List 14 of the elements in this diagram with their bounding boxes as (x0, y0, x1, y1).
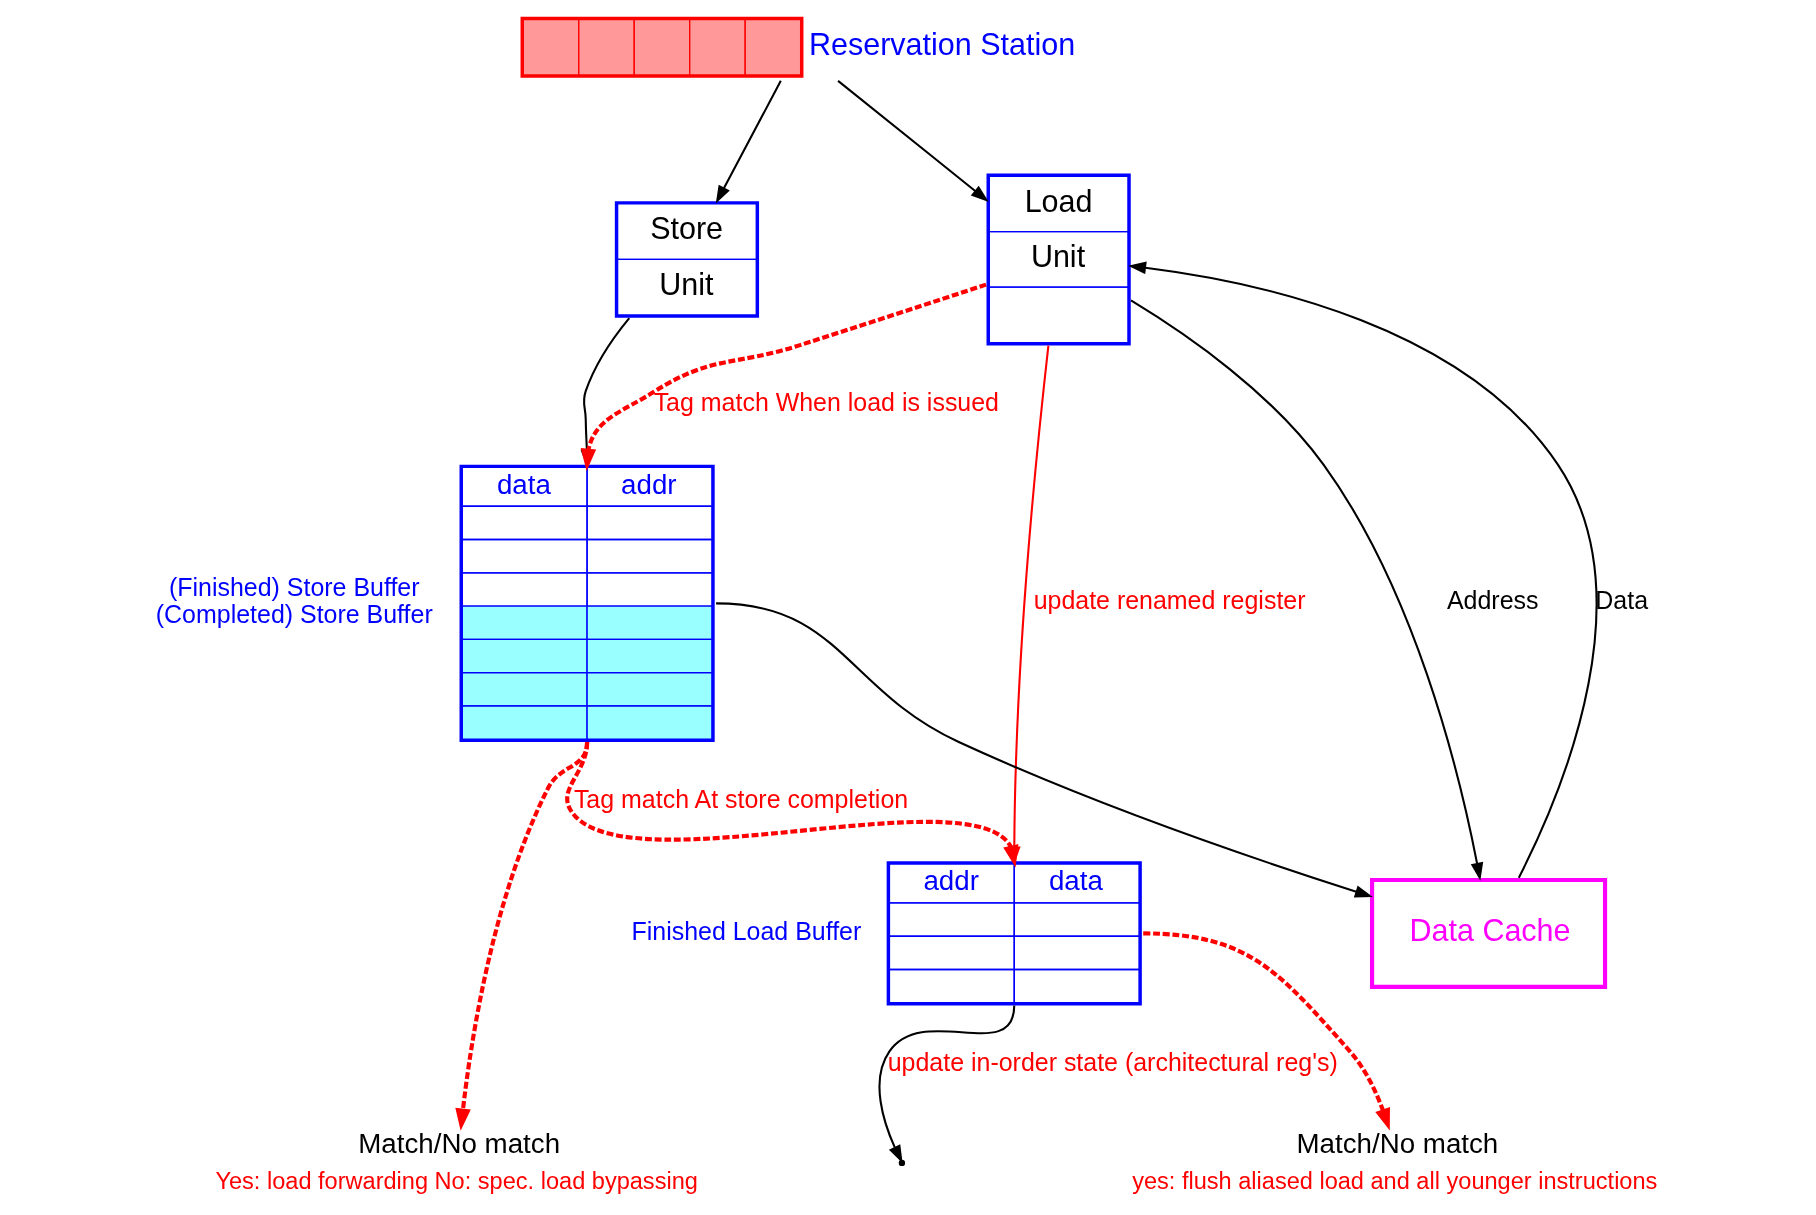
node-text: Match/No match (357, 1128, 560, 1160)
node-label: Finished Load Buffer (630, 916, 861, 945)
node-label: (Finished) Store Buffer (168, 572, 420, 601)
node-label: Yes: load forwarding No: spec. load bypassing (214, 1167, 698, 1194)
edge-label: Data (1594, 586, 1648, 615)
node-text: Match/No match (1295, 1128, 1498, 1160)
edge-label: update renamed register (1033, 586, 1306, 615)
edge-label: Tag match When load is issued (653, 388, 999, 417)
node-label: yes: flush aliased load and all younger instructions (1131, 1167, 1657, 1194)
edge-label: Tag match At store completion (573, 784, 908, 813)
node-label: Reservation Station (808, 26, 1075, 61)
node-label: (Completed) Store Buffer (155, 600, 433, 629)
edge-label: Address (1446, 586, 1538, 615)
edge-label: update in-order state (architectural reg's) (887, 1048, 1338, 1077)
